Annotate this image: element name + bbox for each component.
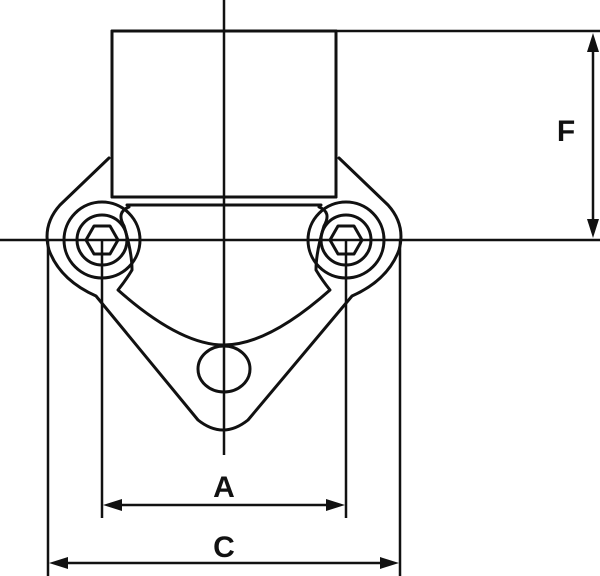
dimension-f: F: [557, 33, 599, 238]
dimension-c-label: C: [213, 531, 235, 564]
dimension-f-arrow-top: [587, 33, 599, 52]
dimension-a-arrow-left: [103, 499, 122, 511]
dimension-c-arrow-right: [380, 557, 399, 569]
dimension-c: C: [49, 531, 399, 569]
dimension-a: A: [103, 471, 345, 511]
dimension-f-label: F: [557, 115, 575, 148]
dimension-a-label: A: [213, 471, 235, 504]
dimension-a-arrow-right: [326, 499, 345, 511]
dimension-f-arrow-bottom: [587, 219, 599, 238]
dimension-c-arrow-left: [49, 557, 68, 569]
